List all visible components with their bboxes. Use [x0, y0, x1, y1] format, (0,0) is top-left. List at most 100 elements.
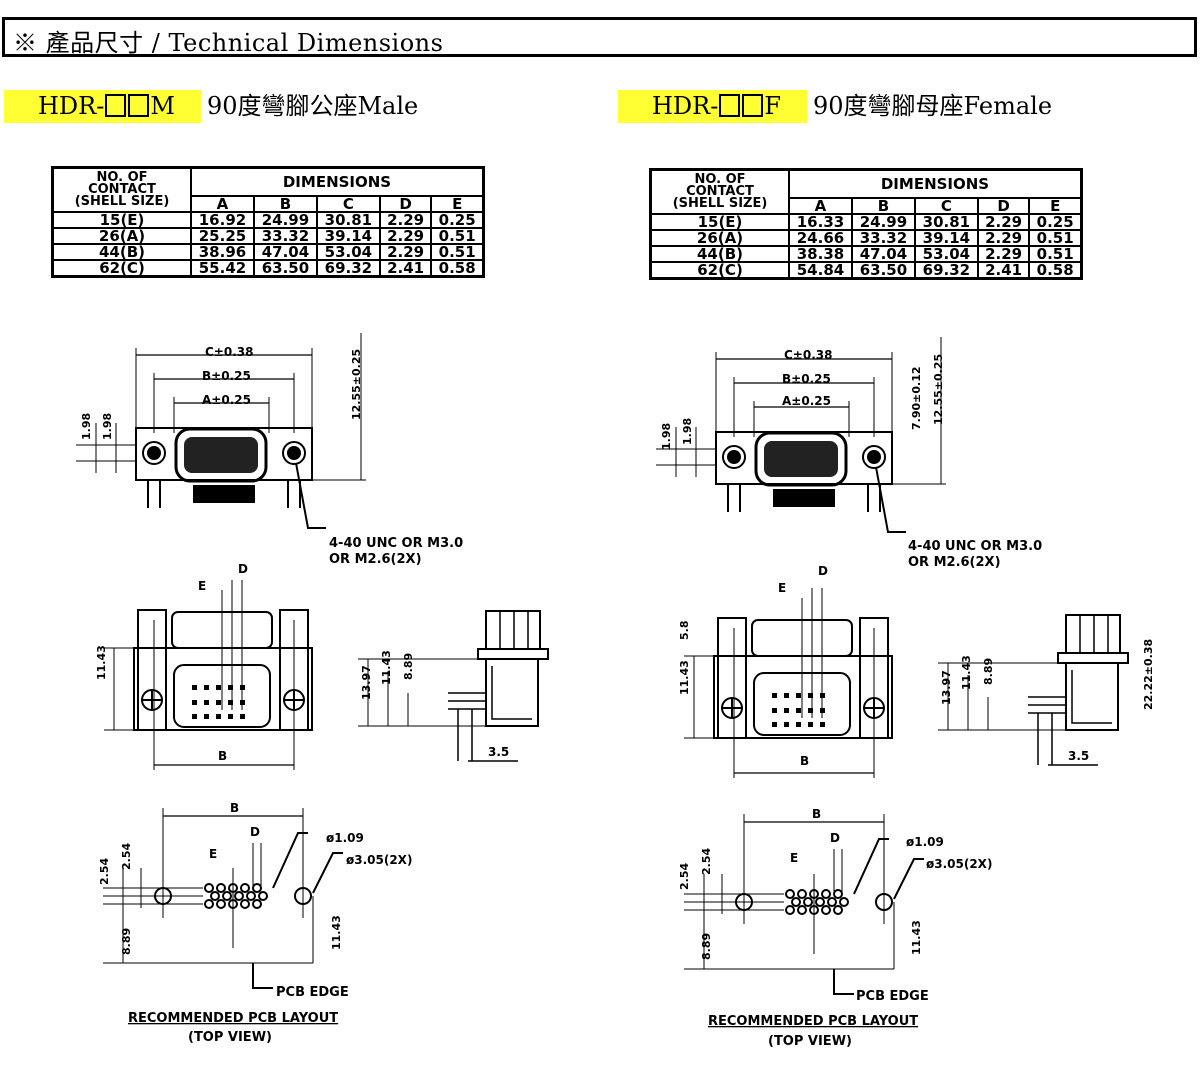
svg-text:D: D — [830, 831, 840, 845]
svg-text:OR M2.6(2X): OR M2.6(2X) — [908, 555, 1001, 570]
col-a: A — [190, 195, 255, 213]
page-title: ※ 產品尺寸 / Technical Dimensions — [13, 29, 444, 57]
male-front-view: C±0.38 B±0.25 A±0.25 12.55±0.25 1.98 1.9… — [74, 331, 463, 567]
svg-text:D: D — [238, 562, 248, 576]
col-e: E — [430, 195, 485, 213]
svg-text:7.90±0.12: 7.90±0.12 — [910, 367, 923, 431]
svg-text:3.5: 3.5 — [488, 745, 509, 759]
blank-box-icon — [105, 94, 127, 117]
svg-text:11.43: 11.43 — [330, 915, 343, 950]
svg-text:C±0.38: C±0.38 — [205, 345, 253, 359]
female-side-view: 13.97 11.43 8.89 22.22±0.38 3.5 — [937, 614, 1155, 766]
svg-text:12.55±0.25: 12.55±0.25 — [350, 349, 363, 420]
female-front-view: C±0.38 B±0.25 A±0.25 7.90±0.12 12.55±0.2… — [654, 335, 1042, 570]
svg-text:3.5: 3.5 — [1068, 749, 1089, 763]
svg-text:A±0.25: A±0.25 — [202, 393, 251, 407]
svg-text:D: D — [250, 825, 260, 839]
male-side-view: 13.97 11.43 8.89 3.5 — [357, 610, 549, 762]
svg-text:B±0.25: B±0.25 — [782, 372, 831, 386]
svg-text:13.97: 13.97 — [360, 665, 373, 700]
contact-header: NO. OF CONTACT (SHELL SIZE) — [51, 166, 192, 213]
female-model-tag: HDR-F — [618, 90, 808, 123]
svg-text:8.89: 8.89 — [120, 928, 133, 955]
blank-box-icon — [742, 94, 764, 117]
female-dimensions-table: NO. OF CONTACT (SHELL SIZE) DIMENSIONS A… — [649, 168, 1083, 280]
svg-text:8.89: 8.89 — [700, 933, 713, 960]
svg-text:E: E — [790, 851, 798, 865]
col-a: A — [788, 197, 853, 215]
col-b: B — [252, 195, 318, 213]
svg-text:B: B — [800, 754, 809, 768]
svg-text:12.55±0.25: 12.55±0.25 — [932, 354, 945, 425]
svg-text:E: E — [209, 847, 217, 861]
svg-text:B±0.25: B±0.25 — [202, 369, 251, 383]
col-d: D — [378, 195, 433, 213]
svg-text:11.43: 11.43 — [960, 655, 973, 690]
male-pcb-layout: B D E ø1.09 ø3.05(2X) 2.54 2.54 8.89 11.… — [98, 801, 412, 1045]
svg-text:2.54: 2.54 — [678, 863, 691, 890]
dimensions-header: DIMENSIONS — [190, 166, 485, 197]
svg-text:11.43: 11.43 — [678, 660, 691, 695]
svg-text:4-40 UNC OR M3.0: 4-40 UNC OR M3.0 — [908, 539, 1042, 554]
female-pcb-layout: B D E ø1.09 ø3.05(2X) 2.54 2.54 8.89 11.… — [678, 807, 992, 1049]
svg-text:E: E — [198, 579, 206, 593]
col-b: B — [850, 197, 916, 215]
svg-text:B: B — [812, 807, 821, 821]
svg-text:1.98: 1.98 — [80, 413, 93, 440]
section-banner: ※ 產品尺寸 / Technical Dimensions — [2, 17, 1197, 57]
svg-text:11.43: 11.43 — [95, 645, 108, 680]
svg-text:2.54: 2.54 — [120, 843, 133, 870]
svg-text:11.43: 11.43 — [380, 650, 393, 685]
svg-text:1.98: 1.98 — [660, 423, 673, 450]
svg-text:22.22±0.38: 22.22±0.38 — [1142, 639, 1155, 710]
svg-text:(TOP VIEW): (TOP VIEW) — [188, 1030, 272, 1045]
svg-text:8.89: 8.89 — [402, 653, 415, 680]
col-c: C — [315, 195, 381, 213]
svg-text:ø1.09: ø1.09 — [906, 835, 944, 849]
male-description: 90度彎腳公座Male — [206, 92, 419, 120]
col-e: E — [1028, 197, 1083, 215]
svg-text:B: B — [218, 749, 227, 763]
female-side-front-view: D E B 5.8 11.43 — [678, 564, 893, 779]
svg-text:2.54: 2.54 — [98, 858, 111, 885]
svg-text:13.97: 13.97 — [940, 670, 953, 705]
col-d: D — [976, 197, 1031, 215]
svg-text:4-40 UNC OR M3.0: 4-40 UNC OR M3.0 — [329, 536, 463, 551]
male-dimensions-table: NO. OF CONTACT (SHELL SIZE) DIMENSIONS A… — [51, 166, 485, 278]
svg-text:A±0.25: A±0.25 — [782, 394, 831, 408]
svg-text:ø1.09: ø1.09 — [326, 831, 364, 845]
svg-text:C±0.38: C±0.38 — [784, 348, 832, 362]
svg-text:PCB EDGE: PCB EDGE — [856, 989, 929, 1004]
svg-text:E: E — [778, 581, 786, 595]
svg-text:11.43: 11.43 — [910, 920, 923, 955]
female-description: 90度彎腳母座Female — [813, 92, 1053, 120]
male-side-front-view: D E B 11.43 — [95, 562, 313, 771]
svg-text:PCB EDGE: PCB EDGE — [276, 985, 349, 1000]
svg-text:OR M2.6(2X): OR M2.6(2X) — [329, 552, 422, 567]
svg-text:RECOMMENDED PCB LAYOUT: RECOMMENDED PCB LAYOUT — [128, 1011, 338, 1026]
svg-text:RECOMMENDED PCB LAYOUT: RECOMMENDED PCB LAYOUT — [708, 1014, 918, 1029]
svg-text:2.54: 2.54 — [700, 848, 713, 875]
blank-box-icon — [128, 94, 150, 117]
col-c: C — [913, 197, 979, 215]
svg-text:B: B — [230, 801, 239, 815]
svg-text:ø3.05(2X): ø3.05(2X) — [926, 857, 992, 871]
svg-text:1.98: 1.98 — [681, 418, 694, 445]
blank-box-icon — [719, 94, 741, 117]
svg-text:D: D — [818, 564, 828, 578]
svg-text:(TOP VIEW): (TOP VIEW) — [768, 1034, 852, 1049]
svg-text:5.8: 5.8 — [678, 621, 691, 641]
svg-text:8.89: 8.89 — [982, 658, 995, 685]
male-model-tag: HDR-M — [4, 90, 201, 123]
